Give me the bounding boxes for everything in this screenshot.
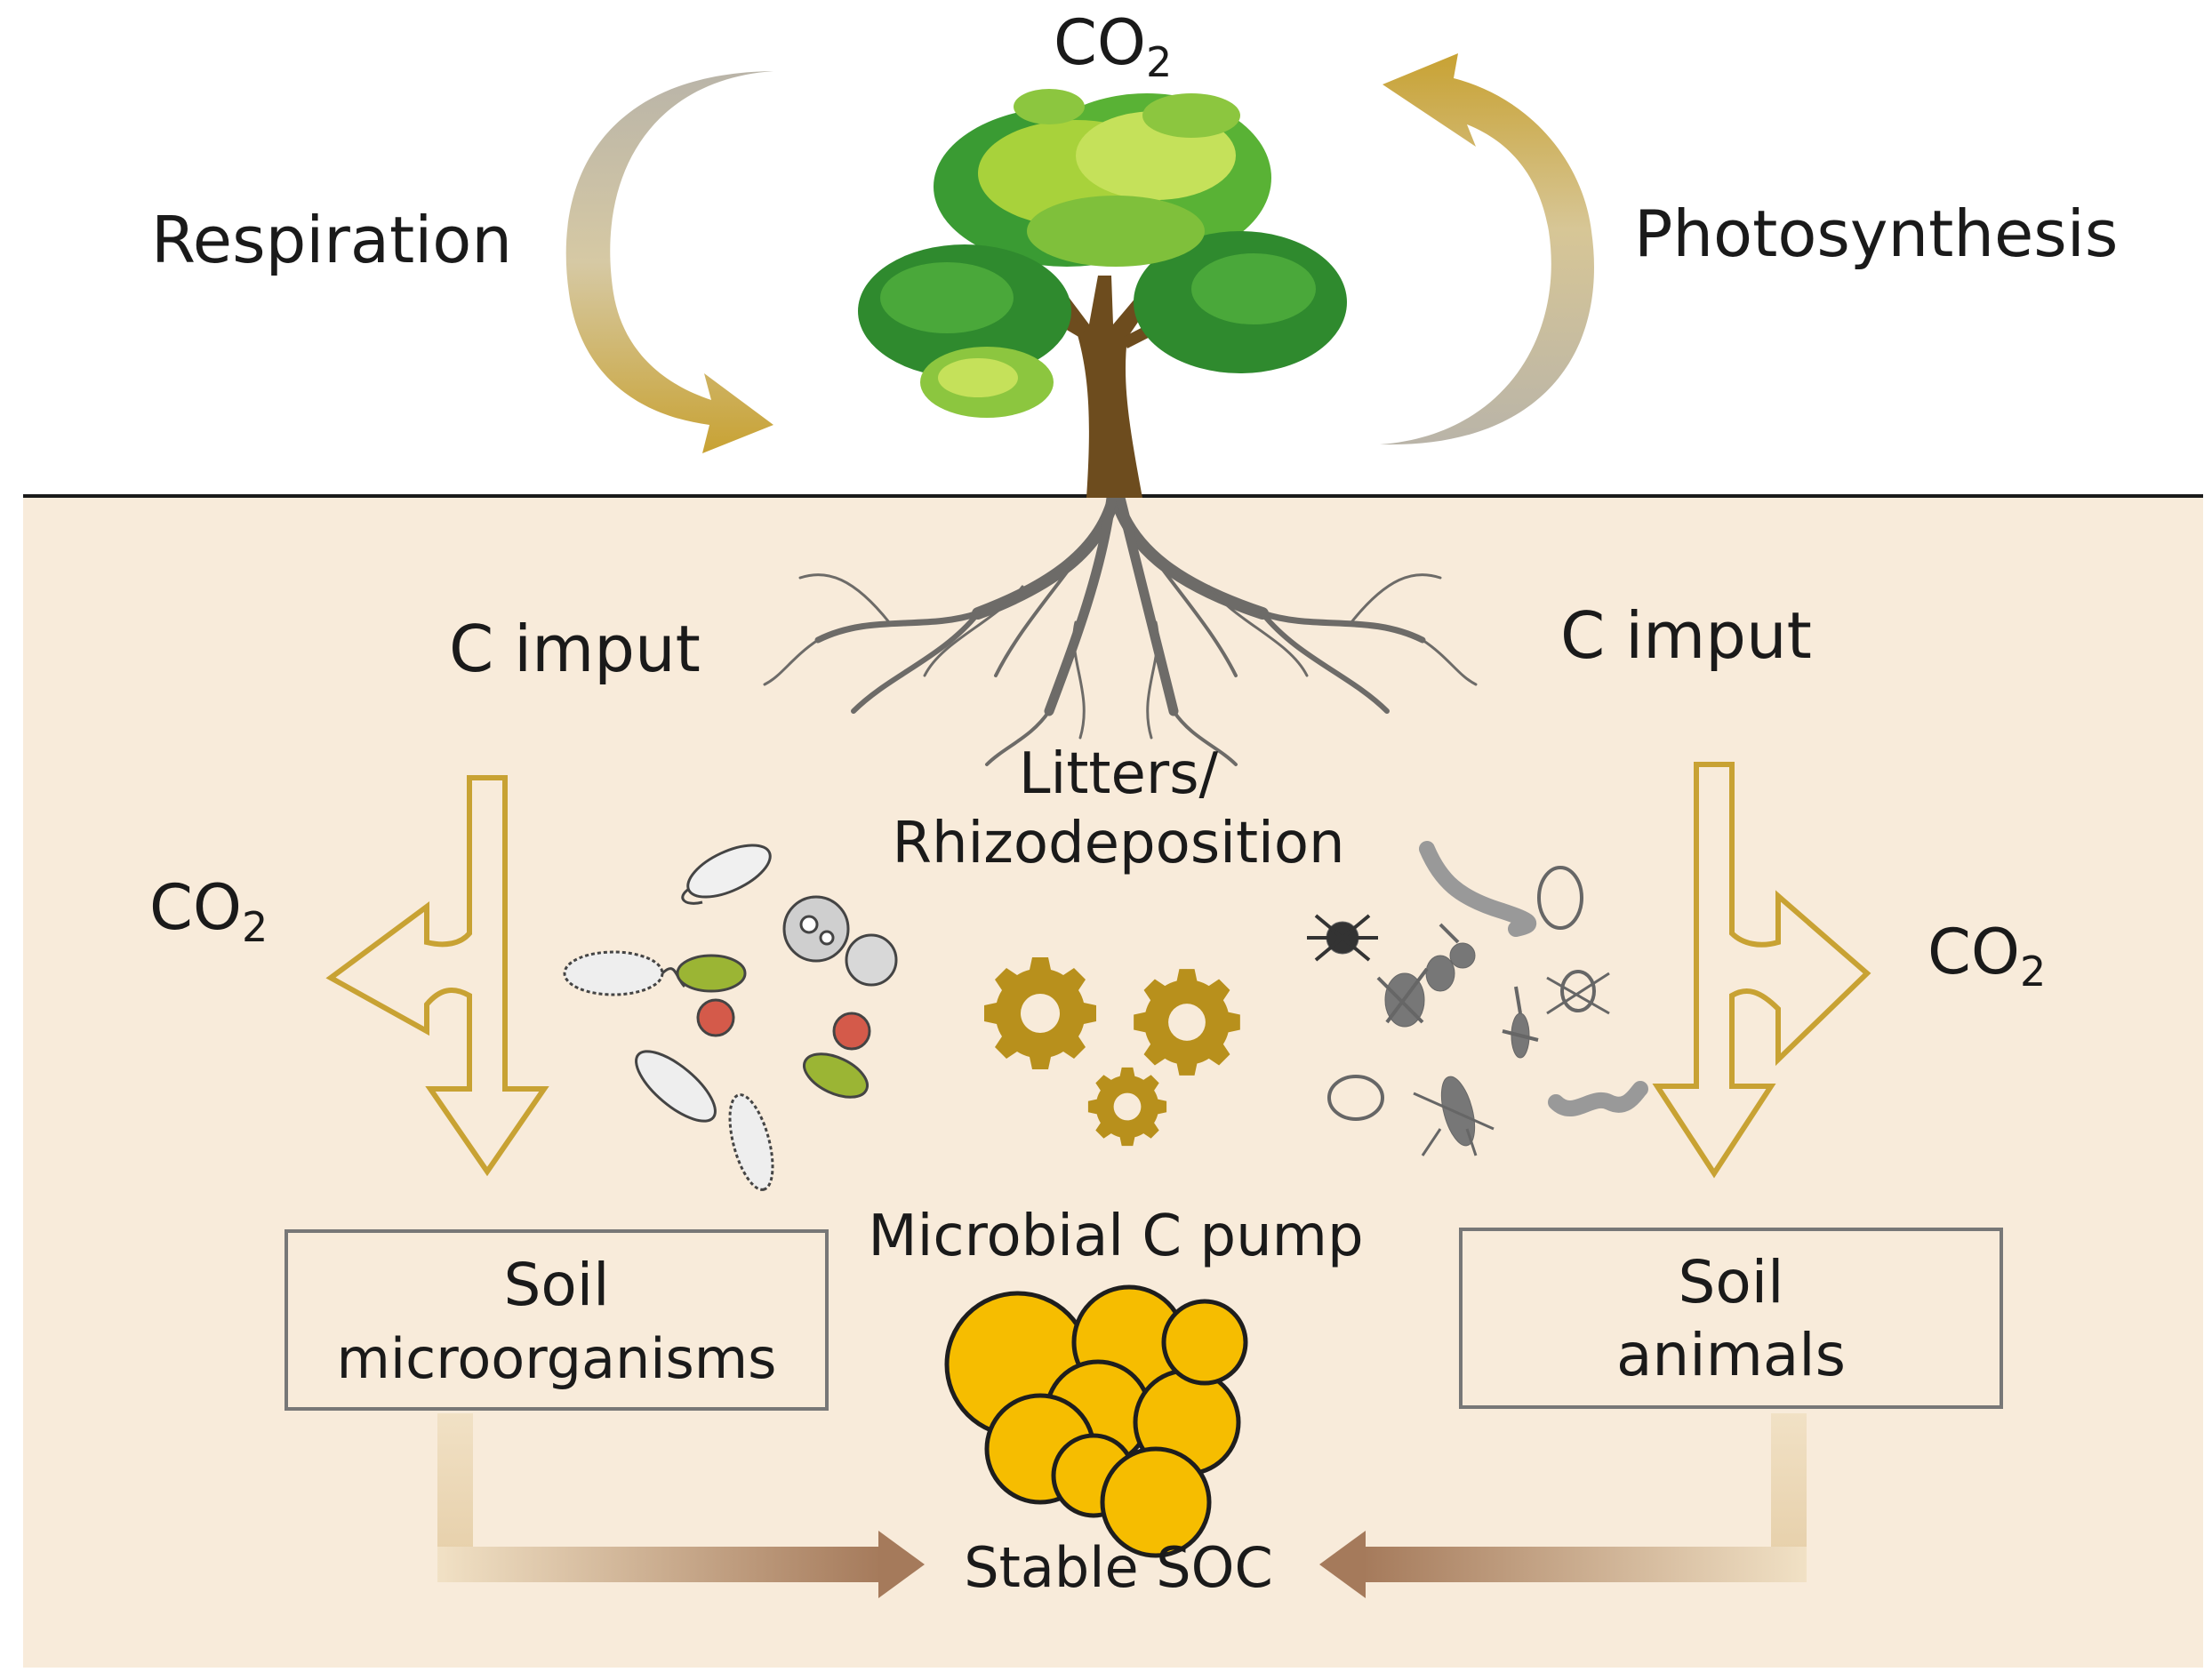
roots-icon	[763, 487, 1478, 766]
soil-animals-box	[1459, 1228, 2003, 1409]
tree-icon	[858, 89, 1347, 498]
rhizodeposition-label: Rhizodeposition	[892, 811, 1344, 876]
soil-animals-icon	[1307, 841, 1648, 1156]
microbial-pump-label: Microbial C pump	[868, 1204, 1363, 1269]
co2-left-label: CO2	[149, 871, 268, 951]
soil-microorganisms-box	[285, 1229, 829, 1411]
respiration-label: Respiration	[151, 203, 512, 277]
soil-animals-line1: Soil	[1679, 1248, 1784, 1316]
gear-icon	[984, 957, 1240, 1147]
soil-microorganisms-line2: microorganisms	[337, 1326, 777, 1391]
right-input-arrow	[1652, 762, 1871, 1179]
photosynthesis-arrow	[1380, 53, 1595, 445]
c-input-right-label: C imput	[1560, 598, 1812, 673]
left-soc-arrow	[437, 1413, 925, 1598]
soil-aggregate-icon	[944, 1284, 1248, 1558]
co2-right-label: CO2	[1927, 916, 2046, 996]
stable-soc-label: Stable SOC	[964, 1535, 1273, 1600]
litters-label: Litters/	[1019, 741, 1219, 807]
co2-top-label: CO2	[1054, 6, 1172, 86]
soil-animals-line2: animals	[1616, 1321, 1846, 1389]
right-soc-arrow	[1319, 1413, 1807, 1598]
left-input-arrow	[325, 775, 549, 1177]
respiration-arrow	[565, 71, 773, 453]
soil-microorganisms-line1: Soil	[504, 1251, 610, 1319]
c-input-left-label: C imput	[449, 612, 701, 686]
bacteria-icon	[563, 844, 898, 1191]
photosynthesis-label: Photosynthesis	[1634, 196, 2118, 271]
